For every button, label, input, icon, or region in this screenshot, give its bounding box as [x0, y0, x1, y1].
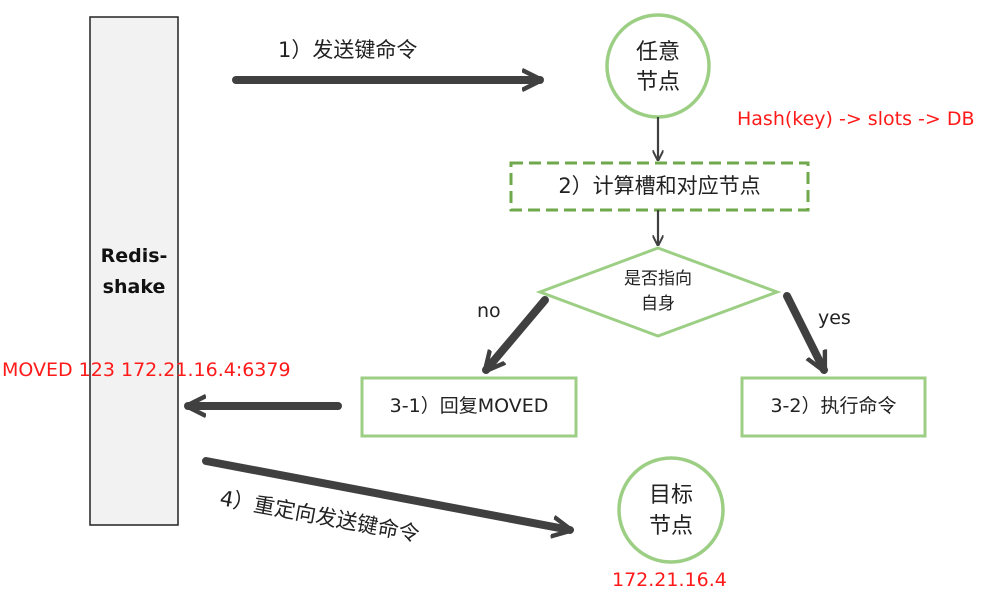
- reply-moved-label: 3-1）回复MOVED: [389, 395, 549, 417]
- hash-annotation: Hash(key) -> slots -> DB: [737, 108, 975, 130]
- decision-line2: 自身: [641, 294, 675, 314]
- compute-slot-box: [509, 161, 810, 212]
- edge-label-yes: yes: [818, 307, 851, 329]
- redis-shake-title-line1: Redis-: [100, 245, 168, 267]
- redis-shake-title-line2: shake: [102, 276, 166, 298]
- target-node-circle: [617, 456, 725, 564]
- execute-command-box: [740, 376, 927, 438]
- reply-moved-box: [360, 376, 578, 438]
- target-ip-annotation: 172.21.16.4: [612, 569, 727, 591]
- arrow-yes-branch: [783, 292, 828, 374]
- arrow-redirect-send: [202, 457, 570, 530]
- target-node-line2: 节点: [648, 514, 693, 539]
- target-node-line1: 目标: [648, 483, 693, 508]
- execute-command-label: 3-2）执行命令: [770, 395, 897, 417]
- arrow-no-branch: [482, 296, 549, 374]
- compute-slot-label: 2）计算槽和对应节点: [558, 174, 761, 198]
- any-node-line1: 任意: [635, 40, 680, 65]
- redis-shake-box: [89, 16, 179, 526]
- edge-label-no: no: [477, 300, 501, 322]
- step-send-label: 1）发送键命令: [278, 38, 418, 62]
- any-node-circle: [605, 13, 711, 119]
- decision-line1: 是否指向: [624, 269, 692, 289]
- moved-reply-annotation: MOVED 123 172.21.16.4:6379: [2, 359, 291, 381]
- decision-diamond: [535, 246, 782, 338]
- any-node-line2: 节点: [635, 70, 680, 95]
